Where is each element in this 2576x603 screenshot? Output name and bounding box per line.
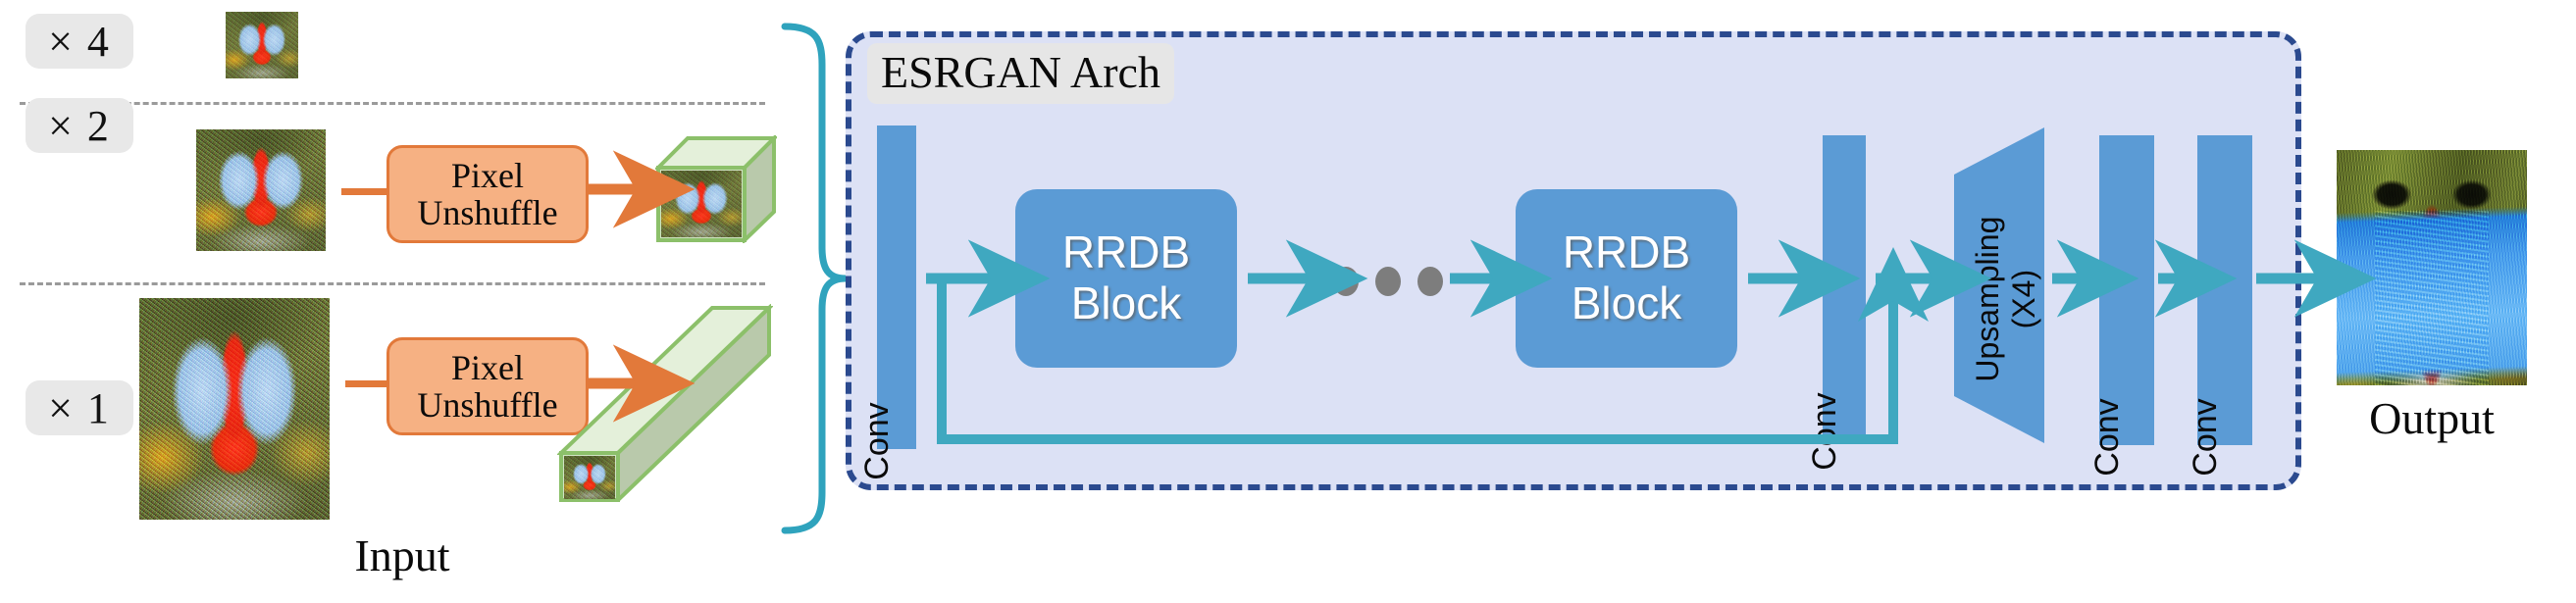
feature-prism-x1: [556, 303, 774, 505]
ellipsis-dot-1: [1333, 267, 1359, 296]
rrdb-block-2[interactable]: RRDB Block: [1516, 189, 1737, 368]
pixel-unshuffle-line2: Unshuffle: [417, 385, 558, 425]
pixel-unshuffle-box-x2[interactable]: Pixel Unshuffle: [386, 145, 589, 243]
conv-block-2[interactable]: Conv: [1806, 135, 1866, 471]
ellipsis-dot-3: [1417, 267, 1443, 296]
rrdb-block-1-line2: Block: [1070, 277, 1182, 328]
unshuffle-connector-x2: [341, 188, 388, 195]
output-caption: Output: [2369, 393, 2495, 443]
output-image: [2337, 150, 2527, 385]
scale-badge-x1-label: × 1: [48, 383, 111, 432]
upsampling-line2: (X4): [2006, 269, 2041, 329]
conv-block-3-label: Conv: [2088, 398, 2126, 477]
thumbnail-x4: [226, 12, 298, 78]
arch-title-label: ESRGAN Arch: [881, 46, 1160, 97]
separator-bottom: [20, 282, 765, 285]
scale-badge-x4: × 4: [26, 14, 133, 69]
pixel-unshuffle-line2: Unshuffle: [417, 193, 558, 232]
mandrill-image-x1: [139, 298, 330, 520]
ellipsis-dot-2: [1375, 267, 1401, 296]
input-caption: Input: [354, 530, 450, 580]
mandrill-image-prism-x1: [564, 456, 615, 499]
upsampling-label: Upsampling (X4): [1970, 208, 2042, 390]
mandrill-image-output: [2337, 150, 2527, 385]
separator-top: [20, 102, 765, 105]
upsampling-line1: Upsampling: [1969, 216, 2005, 382]
conv-block-1-label: Conv: [858, 402, 896, 480]
feature-cube-x2: [653, 133, 779, 245]
rrdb-block-1[interactable]: RRDB Block: [1015, 189, 1237, 368]
conv-block-2-label: Conv: [1806, 392, 1843, 471]
input-brace: [781, 23, 847, 534]
rrdb-block-2-line1: RRDB: [1562, 226, 1691, 278]
mandrill-image-cube-x2: [661, 171, 742, 237]
pixel-unshuffle-line1: Pixel: [450, 347, 524, 387]
rrdb-block-2-line2: Block: [1571, 277, 1682, 328]
conv-block-4-label: Conv: [2187, 398, 2224, 477]
scale-badge-x4-label: × 4: [48, 17, 111, 66]
conv-block-4[interactable]: Conv: [2187, 135, 2252, 477]
thumbnail-x2: [196, 129, 326, 251]
scale-badge-x2: × 2: [26, 98, 133, 153]
mandrill-image-x4: [226, 12, 298, 78]
mandrill-image-x2: [196, 129, 326, 251]
scale-badge-x2-label: × 2: [48, 101, 111, 150]
thumbnail-x1: [139, 298, 330, 520]
scale-badge-x1: × 1: [26, 380, 133, 435]
cube-face-thumbnail-x2: [661, 171, 742, 237]
conv-block-1[interactable]: Conv: [858, 126, 916, 480]
upsampling-block[interactable]: [1950, 124, 2048, 447]
prism-face-thumbnail-x1: [564, 456, 615, 499]
arch-title: ESRGAN Arch: [867, 43, 1174, 104]
conv-block-3[interactable]: Conv: [2088, 135, 2154, 477]
unshuffle-connector-x1: [345, 380, 388, 387]
pixel-unshuffle-box-x1[interactable]: Pixel Unshuffle: [386, 337, 589, 435]
pixel-unshuffle-line1: Pixel: [450, 155, 524, 195]
rrdb-block-1-line1: RRDB: [1061, 226, 1191, 278]
upsampling-shape: [1954, 127, 2044, 443]
